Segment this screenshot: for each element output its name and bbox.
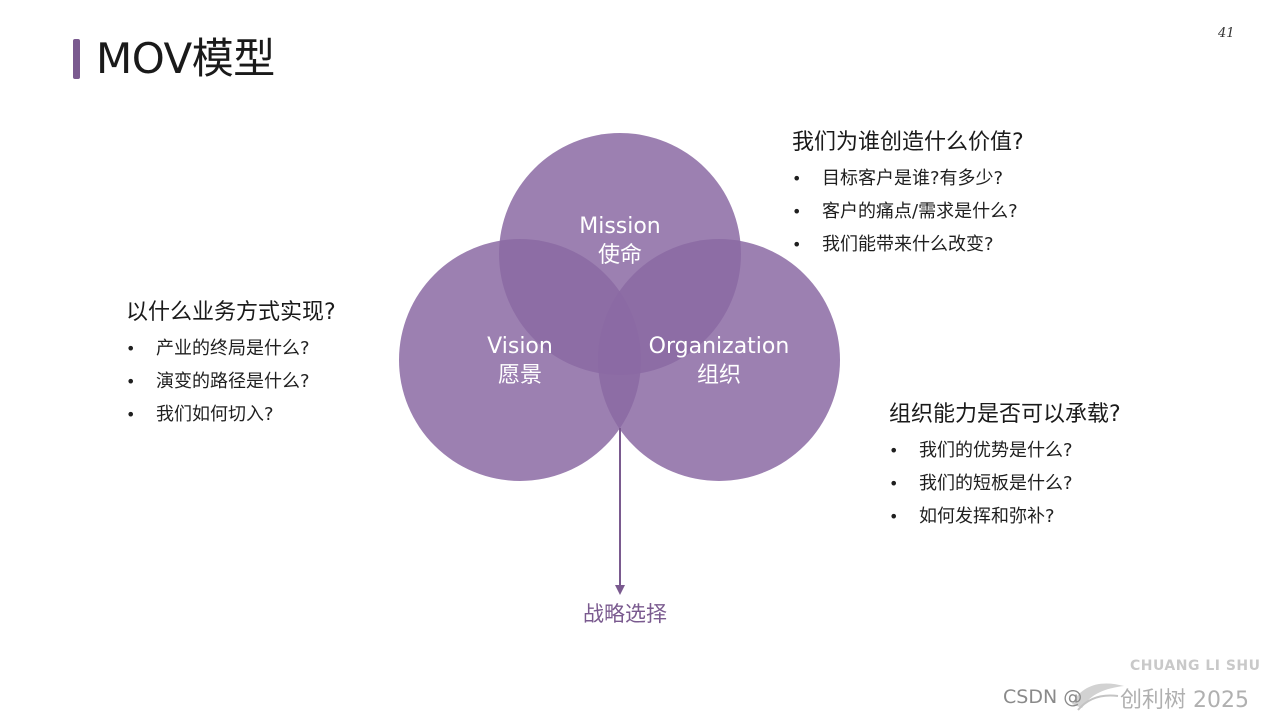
- vision-heading: 以什么业务方式实现?: [126, 300, 336, 325]
- watermark-brand-en: CHUANG LI SHU: [1130, 658, 1261, 674]
- list-item: 目标客户是谁?有多少?: [792, 162, 1024, 195]
- venn-circles: [399, 133, 840, 481]
- vision-circle: [399, 239, 641, 481]
- organization-question-list: 我们的优势是什么? 我们的短板是什么? 如何发挥和弥补?: [889, 434, 1121, 533]
- watermark: CHUANG LI SHU CSDN @ 创利树 2025: [1000, 650, 1280, 720]
- list-item: 我们能带来什么改变?: [792, 228, 1024, 261]
- list-item: 演变的路径是什么?: [126, 365, 336, 398]
- watermark-brand-cn: 创利树 2025: [1120, 688, 1249, 713]
- list-item: 我们的短板是什么?: [889, 467, 1121, 500]
- mission-label-cn: 使命: [598, 243, 642, 268]
- organization-circle: [598, 239, 840, 481]
- organization-label-cn: 组织: [697, 363, 741, 388]
- watermark-swoosh-icon: [1072, 683, 1124, 711]
- outcome-label: 战略选择: [583, 602, 667, 626]
- mission-heading: 我们为谁创造什么价值?: [792, 130, 1024, 155]
- page-number: 41: [1218, 26, 1235, 41]
- list-item: 产业的终局是什么?: [126, 332, 336, 365]
- list-item: 客户的痛点/需求是什么?: [792, 195, 1024, 228]
- organization-question-block: 组织能力是否可以承载? 我们的优势是什么? 我们的短板是什么? 如何发挥和弥补?: [889, 400, 1121, 533]
- vision-label-cn: 愿景: [498, 363, 542, 388]
- page-title: MOV模型: [96, 34, 275, 83]
- vision-question-list: 产业的终局是什么? 演变的路径是什么? 我们如何切入?: [126, 332, 336, 431]
- list-item: 如何发挥和弥补?: [889, 500, 1121, 533]
- list-item: 我们如何切入?: [126, 398, 336, 431]
- vision-label-en: Vision: [487, 334, 553, 359]
- mission-label-en: Mission: [579, 214, 661, 239]
- vision-question-block: 以什么业务方式实现? 产业的终局是什么? 演变的路径是什么? 我们如何切入?: [126, 298, 336, 431]
- organization-label-en: Organization: [649, 334, 790, 359]
- mission-question-list: 目标客户是谁?有多少? 客户的痛点/需求是什么? 我们能带来什么改变?: [792, 162, 1024, 261]
- watermark-csdn: CSDN @: [1003, 686, 1083, 708]
- organization-heading: 组织能力是否可以承载?: [889, 402, 1121, 427]
- list-item: 我们的优势是什么?: [889, 434, 1121, 467]
- mission-question-block: 我们为谁创造什么价值? 目标客户是谁?有多少? 客户的痛点/需求是什么? 我们能…: [792, 128, 1024, 261]
- title-accent-bar: [73, 39, 80, 79]
